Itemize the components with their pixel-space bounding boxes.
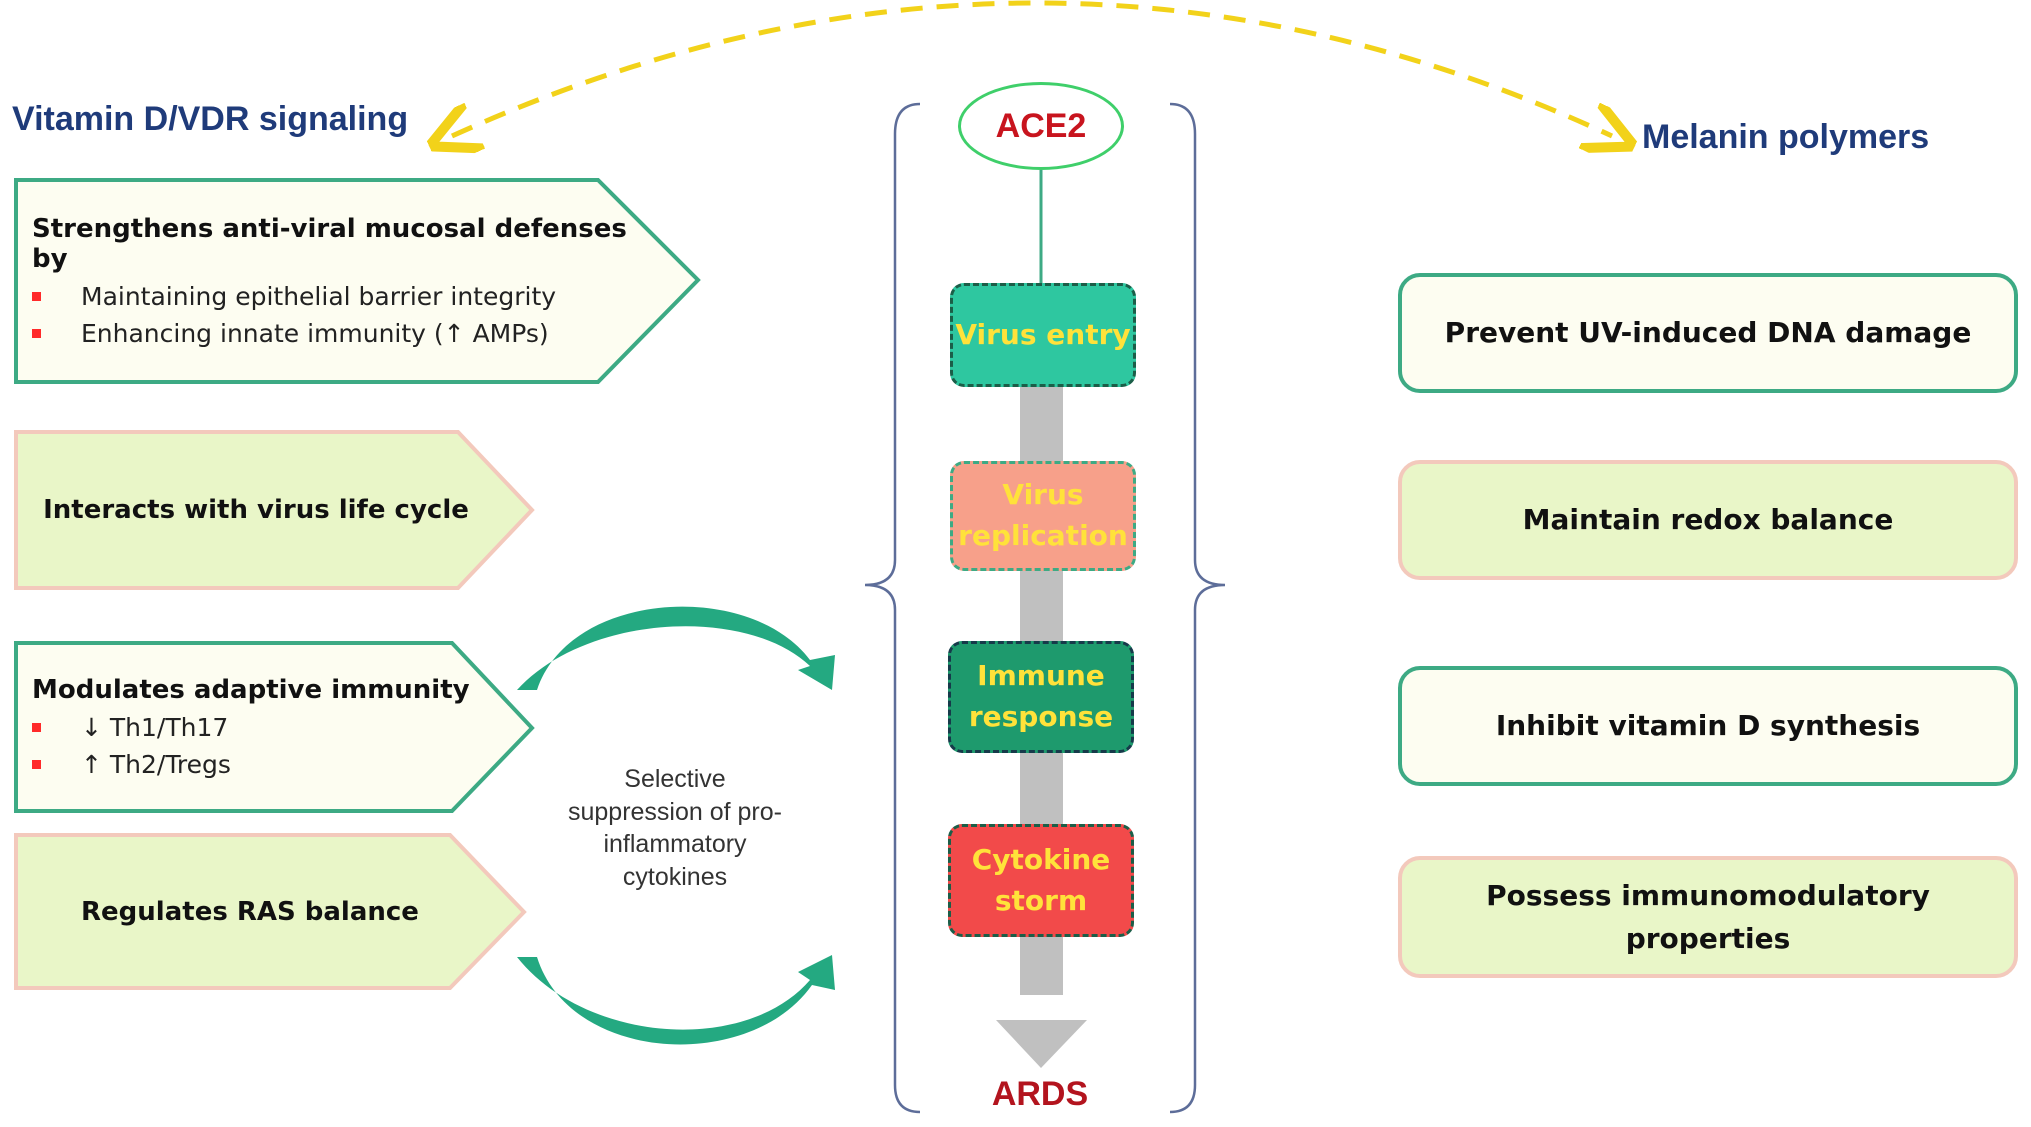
left-box-1-shape	[14, 178, 701, 384]
left-box-2-shape	[14, 430, 535, 590]
cytokine-suppression-note: Selective suppression of pro-inflammator…	[567, 765, 782, 891]
bullet-square-icon	[32, 292, 41, 301]
left-box-ras-balance: Regulates RAS balance	[16, 835, 484, 988]
bullet-square-icon	[32, 329, 41, 338]
left-box-1-title: Strengthens anti-viral mucosal defenses …	[32, 214, 627, 274]
stage-cytokine-storm: Cytokine storm	[948, 824, 1134, 937]
left-box-4-shape	[14, 833, 527, 990]
left-box-adaptive-immunity: Modulates adaptive immunity ↓ Th1/Th17 ↑…	[32, 643, 502, 811]
left-box-3-shape	[14, 641, 535, 813]
stage-virus-entry: Virus entry	[950, 283, 1136, 387]
left-box-2-title: Interacts with virus life cycle	[43, 495, 469, 525]
ace2-receptor: ACE2	[958, 82, 1124, 170]
right-box-redox: Maintain redox balance	[1398, 460, 2018, 580]
left-heading: Vitamin D/VDR signaling	[12, 100, 409, 138]
left-box-1-bullet-1: Maintaining epithelial barrier integrity	[32, 282, 632, 311]
right-box-uv-dna: Prevent UV-induced DNA damage	[1398, 273, 2018, 393]
right-box-immunomodulatory: Possess immunomodulatory properties	[1398, 856, 2018, 978]
left-brace	[864, 102, 921, 1114]
flow-arrow-head	[996, 1020, 1087, 1068]
left-box-3-bullet-2: ↑ Th2/Tregs	[32, 750, 502, 779]
left-box-4-title: Regulates RAS balance	[81, 896, 419, 927]
right-heading: Melanin polymers	[1642, 118, 1930, 156]
left-box-3-bullet-1: ↓ Th1/Th17	[32, 713, 502, 742]
bullet-square-icon	[32, 760, 41, 769]
left-box-1-bullet-2: Enhancing innate immunity (↑ AMPs)	[32, 319, 632, 348]
right-box-vitamin-d-synthesis: Inhibit vitamin D synthesis	[1398, 666, 2018, 786]
left-box-3-title: Modulates adaptive immunity	[32, 675, 470, 705]
bullet-square-icon	[32, 723, 41, 732]
dashed-double-arrow	[452, 0, 1612, 136]
right-brace	[1169, 102, 1226, 1114]
stage-immune-response: Immune response	[948, 641, 1134, 753]
left-box-virus-life-cycle: Interacts with virus life cycle	[16, 432, 496, 588]
ards-outcome: ARDS	[991, 1075, 1089, 1113]
left-box-mucosal-defenses: Strengthens anti-viral mucosal defenses …	[32, 180, 632, 382]
stage-virus-replication: Virus replication	[950, 461, 1136, 571]
curved-arrow-top	[517, 606, 835, 690]
curved-arrow-bottom	[517, 955, 835, 1045]
